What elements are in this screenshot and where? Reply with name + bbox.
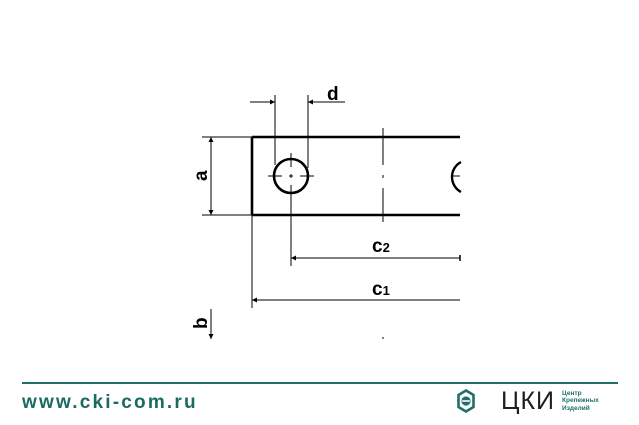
website-link[interactable]: www.cki-com.ru bbox=[22, 392, 198, 413]
logo-wordmark: ЦКИ bbox=[501, 386, 556, 415]
hexagon-logo-icon bbox=[457, 389, 475, 413]
dimension-d bbox=[250, 95, 345, 168]
label-a: a bbox=[191, 170, 212, 181]
logo-tagline-line: Центр bbox=[562, 389, 582, 397]
plate-outline bbox=[250, 135, 460, 217]
label-d: d bbox=[327, 84, 339, 105]
dimension-c1 bbox=[251, 215, 460, 308]
logo-tagline: Центр Крепежных Изделий bbox=[562, 390, 599, 413]
logo-tagline-line: Крепежных bbox=[562, 397, 599, 405]
label-c2: c2 bbox=[372, 236, 390, 257]
dimension-a bbox=[202, 136, 252, 216]
company-logo: ЦКИ Центр Крепежных Изделий bbox=[457, 386, 599, 416]
logo-tagline-line: Изделий bbox=[562, 404, 590, 412]
label-b: b bbox=[191, 317, 212, 329]
dimension-c2 bbox=[290, 215, 461, 266]
label-c1: c1 bbox=[372, 279, 390, 300]
footer-divider bbox=[22, 382, 618, 384]
next-hole-partial bbox=[450, 160, 462, 194]
